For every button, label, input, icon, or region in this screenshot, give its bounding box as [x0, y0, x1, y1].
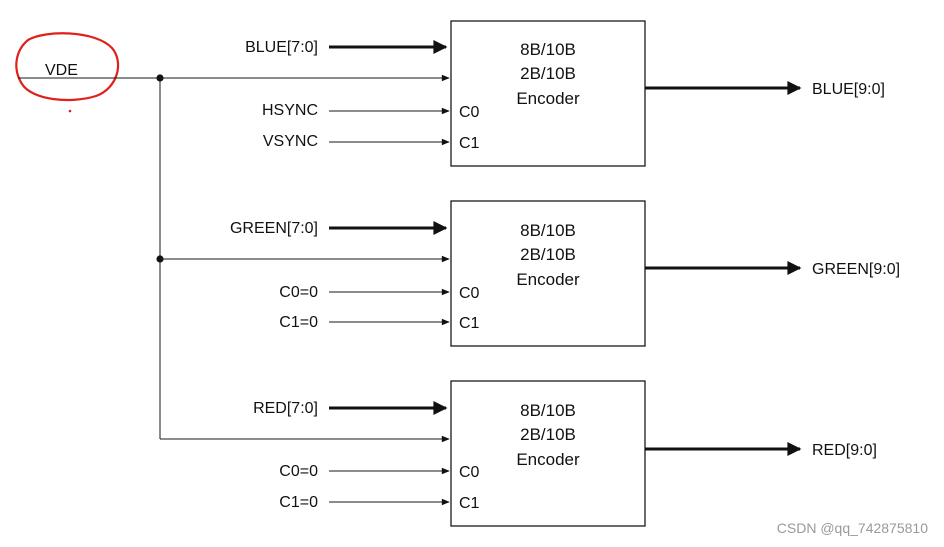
encoder-text-line-3: Encoder: [516, 89, 580, 108]
out-label-blue: BLUE[9:0]: [812, 81, 885, 98]
ctrl1-label-red: C1=0: [279, 494, 318, 511]
out-label-red: RED[9:0]: [812, 442, 877, 459]
encoder-text-line-1: 8B/10B: [520, 401, 576, 420]
data-in-label-red: RED[7:0]: [253, 400, 318, 417]
ctrl1-label-blue: VSYNC: [263, 133, 318, 150]
encoder-box-green: [450, 200, 646, 347]
encoder-block-green: 8B/10B 2B/10B Encoder GREEN[7:0] C0=0 C0…: [160, 200, 900, 347]
encoder-text-line-2: 2B/10B: [520, 245, 576, 264]
watermark: CSDN @qq_742875810: [777, 520, 928, 536]
encoder-text-line-1: 8B/10B: [520, 40, 576, 59]
port-c0-blue: C0: [459, 104, 480, 121]
data-in-label-blue: BLUE[7:0]: [245, 39, 318, 56]
encoder-box-blue: [450, 20, 646, 167]
encoder-box-red: [450, 380, 646, 527]
ctrl1-label-green: C1=0: [279, 314, 318, 331]
ctrl0-label-red: C0=0: [279, 463, 318, 480]
encoder-block-red: 8B/10B 2B/10B Encoder RED[7:0] C0=0 C0 C…: [160, 380, 877, 527]
vde-annotation-circle: [15, 32, 120, 102]
encoder-text-line-2: 2B/10B: [520, 425, 576, 444]
encoder-text-line-3: Encoder: [516, 270, 580, 289]
encoder-text-line-2: 2B/10B: [520, 64, 576, 83]
encoder-text-line-3: Encoder: [516, 450, 580, 469]
ctrl0-label-green: C0=0: [279, 284, 318, 301]
port-c1-blue: C1: [459, 135, 480, 152]
annotation-dot: [68, 109, 72, 113]
vde-label: VDE: [45, 62, 78, 79]
port-c1-green: C1: [459, 315, 480, 332]
port-c0-green: C0: [459, 285, 480, 302]
out-label-green: GREEN[9:0]: [812, 261, 900, 278]
port-c1-red: C1: [459, 495, 480, 512]
ctrl0-label-blue: HSYNC: [262, 102, 318, 119]
port-c0-red: C0: [459, 464, 480, 481]
encoder-text-line-1: 8B/10B: [520, 221, 576, 240]
data-in-label-green: GREEN[7:0]: [230, 220, 318, 237]
encoder-block-blue: 8B/10B 2B/10B Encoder BLUE[7:0] HSYNC C0…: [160, 20, 885, 167]
